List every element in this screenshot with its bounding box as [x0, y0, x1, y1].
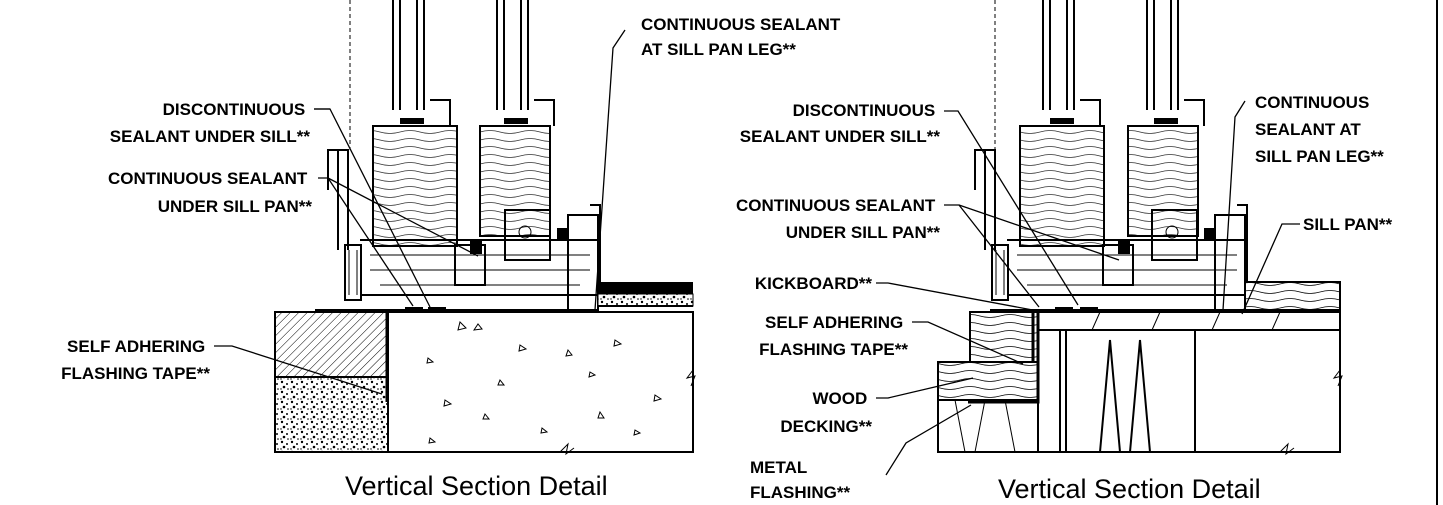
right-detail-title: Vertical Section Detail — [998, 474, 1261, 504]
left-label-discontinuous-sealant: DISCONTINUOUS SEALANT UNDER SILL** — [110, 100, 311, 146]
left-label-flashing-tape: SELF ADHERING FLASHING TAPE** — [61, 337, 210, 383]
left-label-sealant-sill-pan-leg: CONTINUOUS SEALANT AT SILL PAN LEG** — [641, 15, 845, 59]
left-detail-title: Vertical Section Detail — [345, 471, 608, 501]
right-label-sealant-under-sill-pan: CONTINUOUS SEALANT UNDER SILL PAN** — [736, 196, 940, 242]
left-section-detail: CONTINUOUS SEALANT AT SILL PAN LEG** DIS… — [61, 0, 845, 501]
right-section-detail: DISCONTINUOUS SEALANT UNDER SILL** CONTI… — [736, 0, 1392, 504]
right-label-kickboard: KICKBOARD** — [755, 274, 873, 293]
right-label-sill-pan: SILL PAN** — [1303, 215, 1392, 234]
right-label-discontinuous-sealant: DISCONTINUOUS SEALANT UNDER SILL** — [740, 101, 941, 146]
right-label-sealant-sill-pan-leg: CONTINUOUS SEALANT AT SILL PAN LEG** — [1255, 93, 1384, 166]
right-label-flashing-tape: SELF ADHERING FLASHING TAPE** — [759, 313, 908, 359]
left-label-sealant-under-sill-pan: CONTINUOUS SEALANT UNDER SILL PAN** — [108, 169, 312, 216]
right-label-wood-decking: WOOD DECKING** — [780, 389, 872, 436]
concrete-aggregate — [426, 321, 663, 444]
right-label-metal-flashing: METAL FLASHING** — [750, 458, 851, 502]
